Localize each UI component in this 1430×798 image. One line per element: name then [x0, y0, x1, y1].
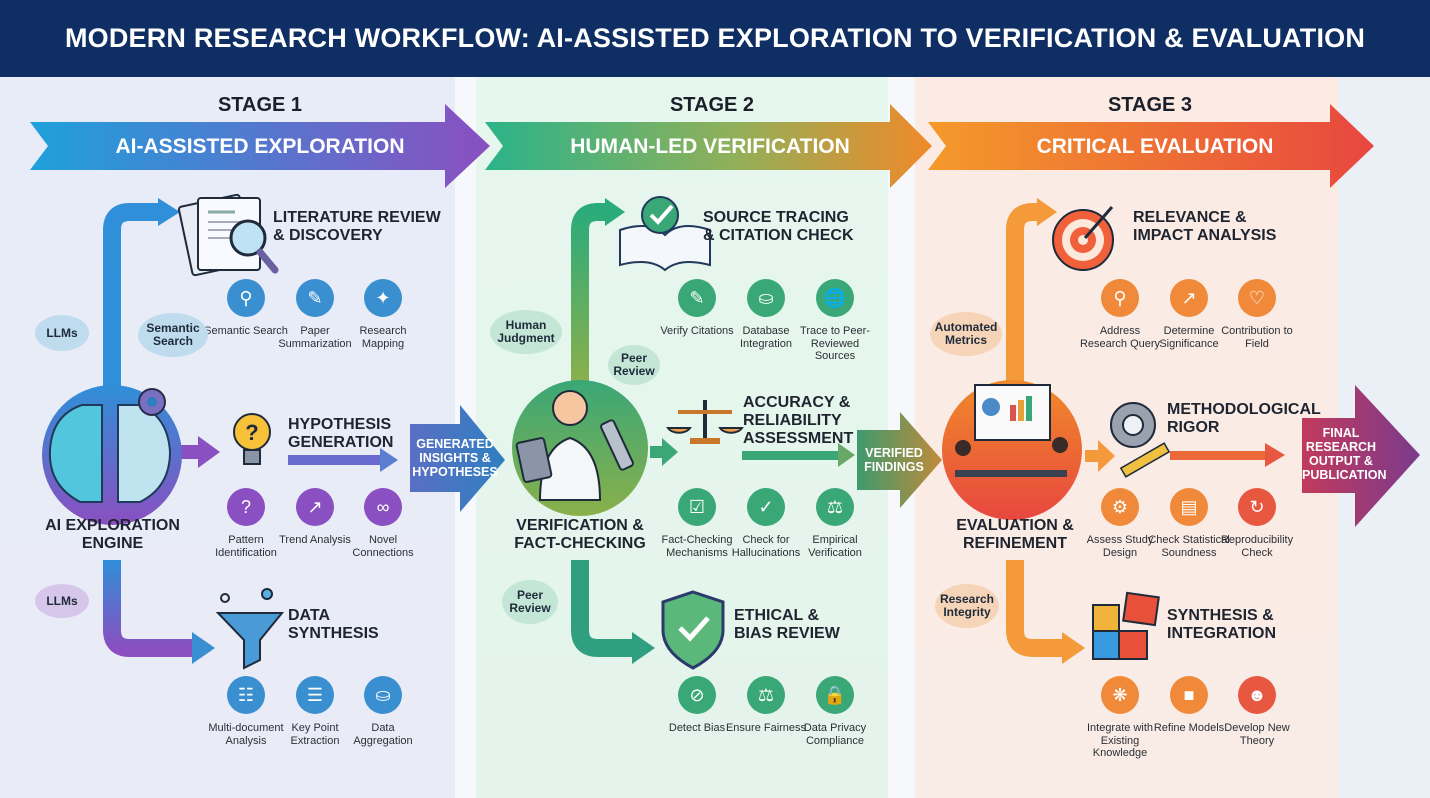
- sub-item: ?Pattern Identification: [204, 488, 288, 559]
- bubble-human-judgment: Human Judgment: [490, 310, 562, 354]
- sub-item: ❋Integrate with Existing Knowledge: [1078, 676, 1162, 760]
- database-icon: ⛀: [747, 279, 785, 317]
- title-bar: MODERN RESEARCH WORKFLOW: AI-ASSISTED EX…: [0, 0, 1430, 77]
- sub-item: ■Refine Models: [1147, 676, 1231, 735]
- bubble-peer-review: Peer Review: [608, 345, 660, 385]
- sub-item: 🌐Trace to Peer-Reviewed Sources: [793, 279, 877, 363]
- sub-item: ✓Check for Hallucinations: [724, 488, 808, 559]
- scales-icon: ⚖: [816, 488, 854, 526]
- sub-item: ▤Check Statistical Soundness: [1147, 488, 1231, 559]
- sub-item: ☑Fact-Checking Mechanisms: [655, 488, 739, 559]
- sub-item: ⚲Address Research Query: [1078, 279, 1162, 350]
- sub-item: ⛀Database Integration: [724, 279, 808, 350]
- puzzle-piece-icon: ■: [1170, 676, 1208, 714]
- heart-hand-icon: ♡: [1238, 279, 1276, 317]
- list-cursor-icon: ☰: [296, 676, 334, 714]
- sub-item: 🔒Data Privacy Compliance: [793, 676, 877, 747]
- verification-label: VERIFICATION &FACT-CHECKING: [514, 517, 646, 552]
- brain-icon: ❋: [1101, 676, 1139, 714]
- chart-magnifier-icon: ⚲: [1101, 279, 1139, 317]
- synthesis-integration-heading: SYNTHESIS &INTEGRATION: [1167, 607, 1277, 642]
- sub-item: ✎Verify Citations: [655, 279, 739, 338]
- sub-item: ☰Key Point Extraction: [273, 676, 357, 747]
- question-magnifier-icon: ?: [227, 488, 265, 526]
- link-icon: ∞: [364, 488, 402, 526]
- sub-item: ∞Novel Connections: [341, 488, 425, 559]
- edit-box-icon: ✎: [678, 279, 716, 317]
- sub-item: ⚖Empirical Verification: [793, 488, 877, 559]
- network-icon: ✦: [364, 279, 402, 317]
- stage-3-label: STAGE 3: [1107, 94, 1193, 116]
- document-refresh-icon: ↻: [1238, 488, 1276, 526]
- sub-item: ✎Paper Summarization: [273, 279, 357, 350]
- literature-review-heading: LITERATURE REVIEW& DISCOVERY: [273, 209, 441, 244]
- bar-chart-icon: ▤: [1170, 488, 1208, 526]
- bubble-semantic-search: Semantic Search: [138, 313, 208, 357]
- sub-item: ⚖Ensure Fairness: [724, 676, 808, 735]
- sub-item: ✦Research Mapping: [341, 279, 425, 350]
- sub-item: ☷Multi-document Analysis: [204, 676, 288, 747]
- database-icon: ⛀: [364, 676, 402, 714]
- bubble-research-integrity: Research Integrity: [935, 584, 999, 628]
- sub-item: ⊘Detect Bias: [655, 676, 739, 735]
- source-tracing-heading: SOURCE TRACING& CITATION CHECK: [703, 209, 854, 244]
- bubble-automated-metrics: Automated Metrics: [930, 312, 1002, 356]
- trend-chart-icon: ↗: [296, 488, 334, 526]
- bubble-peer-review-lower: Peer Review: [502, 580, 558, 624]
- page-title: MODERN RESEARCH WORKFLOW: AI-ASSISTED EX…: [64, 23, 1366, 53]
- sub-item: ↻Reproducibility Check: [1215, 488, 1299, 559]
- head-brain-icon: ☻: [1238, 676, 1276, 714]
- evaluation-label: EVALUATION &REFINEMENT: [956, 517, 1074, 552]
- edit-document-icon: ✎: [296, 279, 334, 317]
- bubble-llms-lower: LLMs: [35, 584, 89, 618]
- search-icon: ⚲: [227, 279, 265, 317]
- panel-divider: [888, 77, 915, 798]
- check-magnifier-icon: ✓: [747, 488, 785, 526]
- stage-2-label: STAGE 2: [669, 94, 755, 116]
- relevance-heading: RELEVANCE &IMPACT ANALYSIS: [1133, 209, 1277, 244]
- globe-cursor-icon: 🌐: [816, 279, 854, 317]
- stage-1-label: STAGE 1: [217, 94, 303, 116]
- sub-item: ⚙Assess Study Design: [1078, 488, 1162, 559]
- sub-item: ♡Contribution to Field: [1215, 279, 1299, 350]
- sub-item: ⚲Semantic Search: [204, 279, 288, 338]
- sub-item: ☻Develop New Theory: [1215, 676, 1299, 747]
- sub-item: ⛀Data Aggregation: [341, 676, 425, 747]
- shield-ban-icon: ⊘: [678, 676, 716, 714]
- scales-icon: ⚖: [747, 676, 785, 714]
- gear-icon: ⚙: [1101, 488, 1139, 526]
- stage-3-banner: CRITICAL EVALUATION: [1036, 135, 1274, 158]
- growth-chart-icon: ↗: [1170, 279, 1208, 317]
- documents-icon: ☷: [227, 676, 265, 714]
- checkbox-icon: ☑: [678, 488, 716, 526]
- shield-lock-icon: 🔒: [816, 676, 854, 714]
- sub-item: ↗Trend Analysis: [273, 488, 357, 547]
- stage-1-banner: AI-ASSISTED EXPLORATION: [115, 135, 405, 158]
- ethical-heading: ETHICAL &BIAS REVIEW: [734, 607, 840, 642]
- stage-2-banner: HUMAN-LED VERIFICATION: [570, 135, 850, 158]
- bubble-llms: LLMs: [35, 315, 89, 351]
- sub-item: ↗Determine Significance: [1147, 279, 1231, 350]
